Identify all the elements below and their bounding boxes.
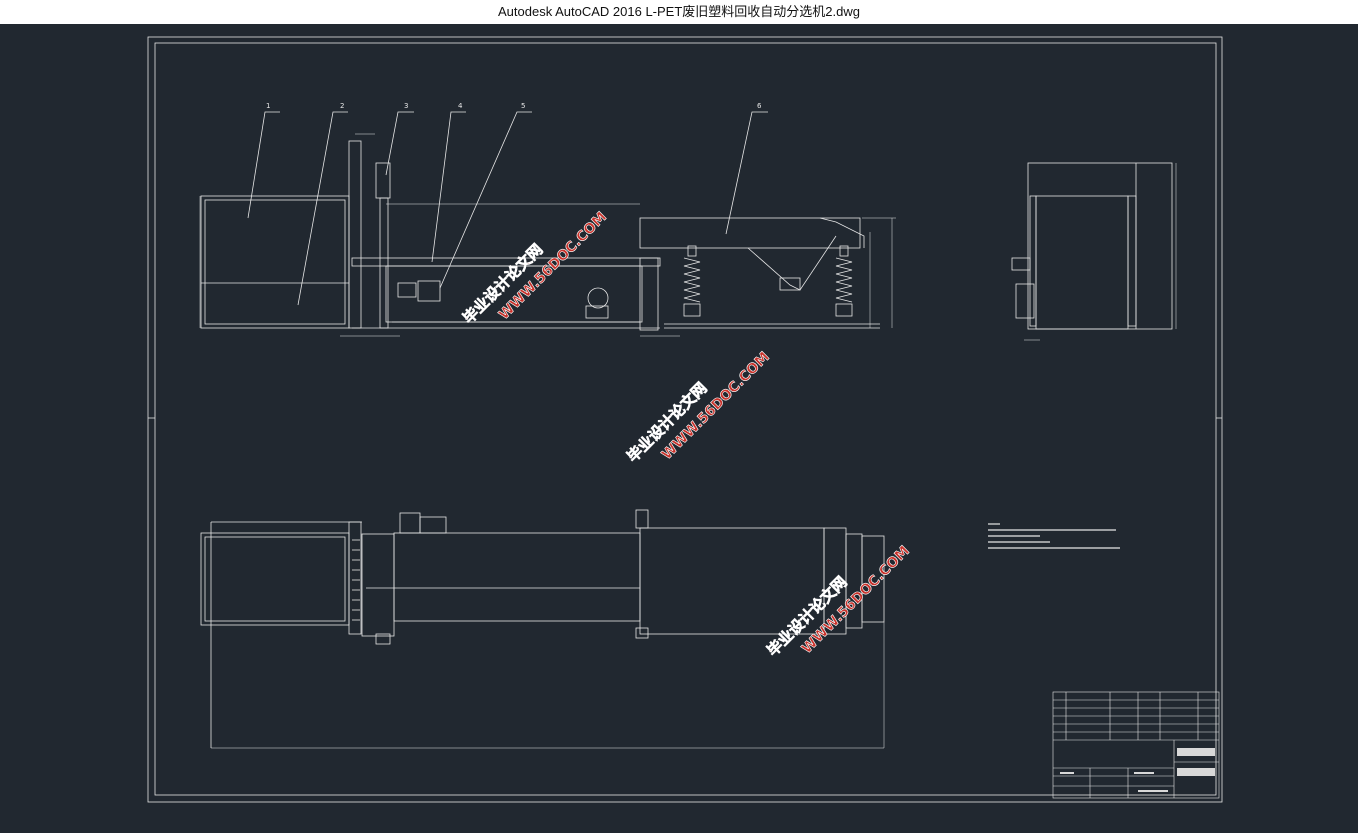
outer-frame [147,36,1223,803]
watermark-1: 毕业设计论文网 WWW.56DOC.COM [459,209,610,328]
watermark-3: 毕业设计论文网 WWW.56DOC.COM [763,543,913,660]
balloon-1: 1 [266,102,270,110]
side-view [1011,162,1177,341]
front-view [199,111,896,337]
inner-frame [154,42,1217,796]
plan-view [200,509,885,749]
title-block [1052,691,1220,799]
watermark-2: 毕业设计论文网 WWW.56DOC.COM [623,349,773,466]
balloon-5: 5 [521,102,525,110]
balloon-4: 4 [458,102,463,110]
drawing-canvas[interactable]: 1 2 3 4 5 6 [0,24,1358,833]
balloon-3: 3 [404,102,408,110]
window-title: Autodesk AutoCAD 2016 L-PET废旧塑料回收自动分选机2.… [0,0,1358,24]
balloon-6: 6 [757,102,762,110]
balloon-2: 2 [340,102,344,110]
cad-drawing: 1 2 3 4 5 6 [147,36,1223,803]
technical-notes [988,523,1120,549]
